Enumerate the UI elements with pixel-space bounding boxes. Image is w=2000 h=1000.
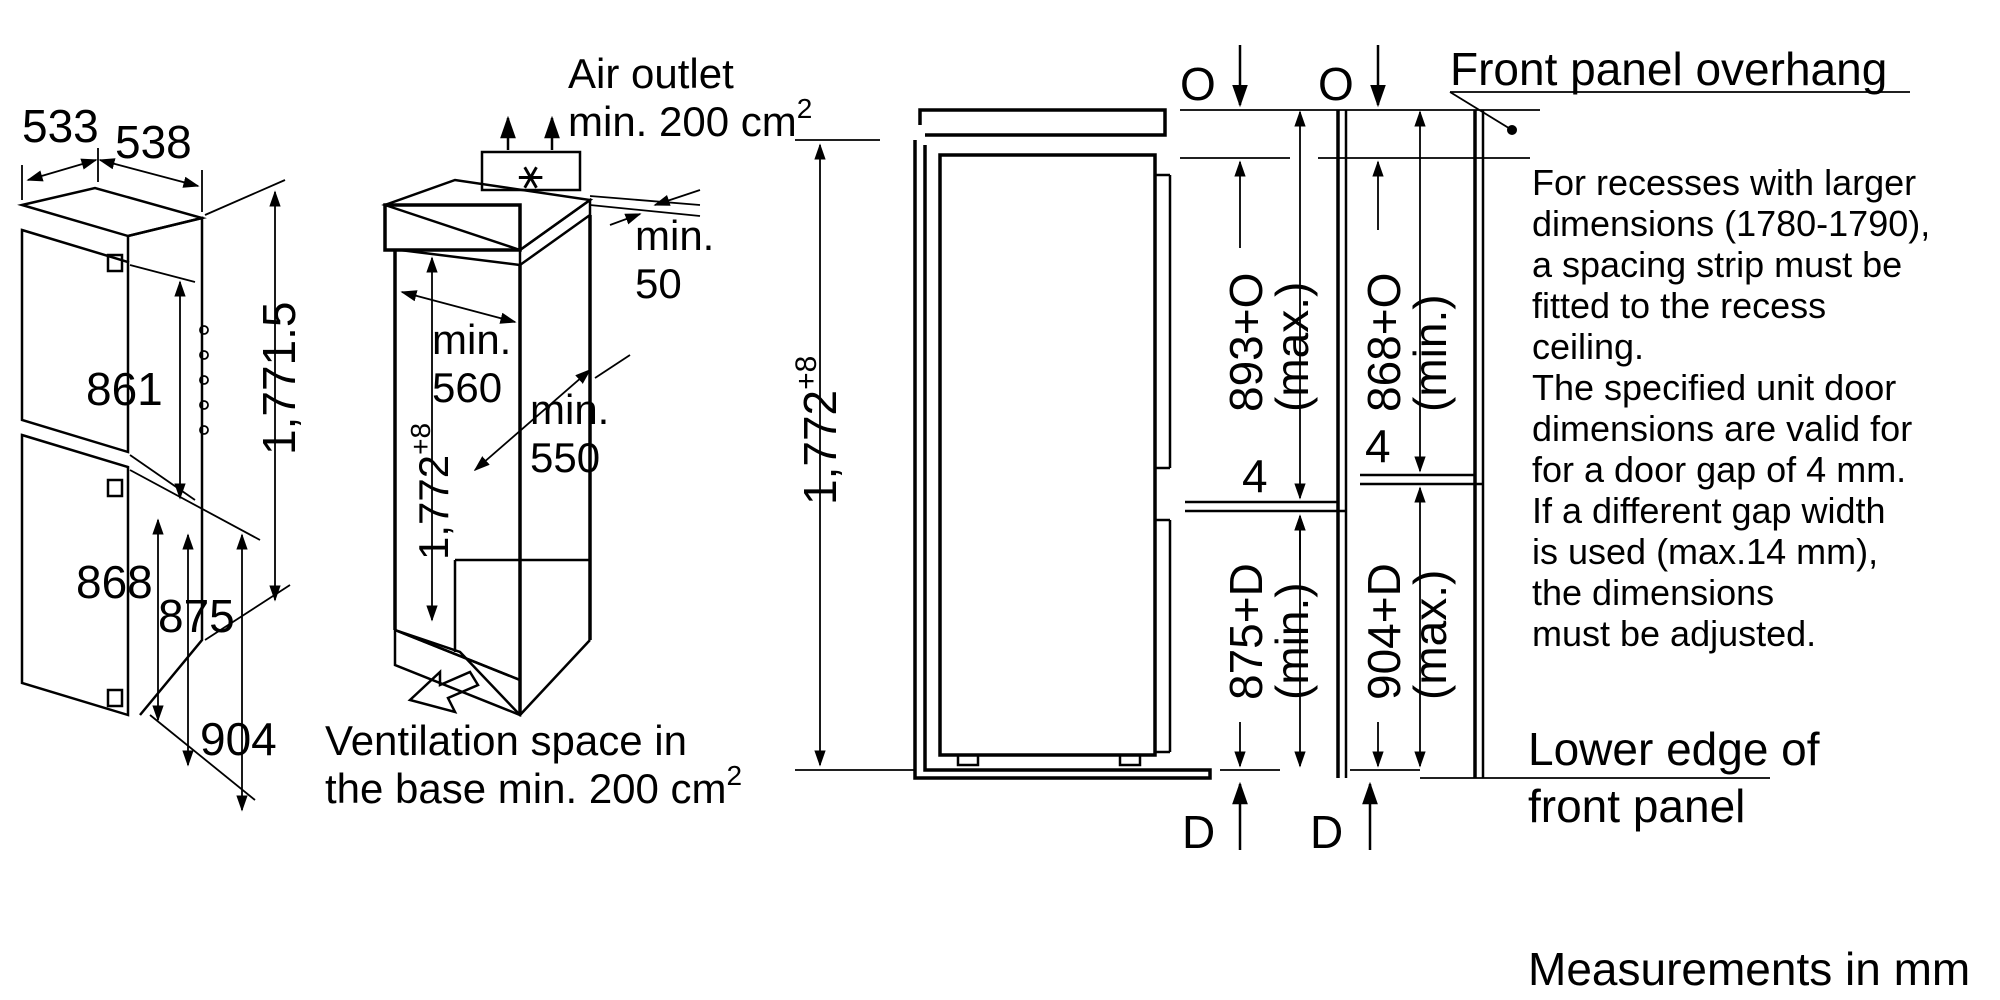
depth-dimension: 538 [115, 116, 192, 168]
appliance-body [938, 153, 1157, 757]
appliance-top-face [17, 186, 207, 238]
note-line: a spacing strip must be [1532, 244, 1902, 285]
upper-door-min-value: 868+O [1358, 273, 1410, 412]
overall-height-dimension: 1,772+8 [790, 356, 846, 505]
note-line: For recesses with larger [1532, 162, 1916, 203]
note-line: is used (max.14 mm), [1532, 531, 1878, 572]
upper-hinge [106, 253, 124, 273]
front-panel-overhang-label: Front panel overhang [1450, 43, 1887, 95]
measurement-units-note: Measurements in mm [1528, 943, 1970, 995]
total-height-dimension: 1,771.5 [253, 302, 305, 455]
ventilation-arrow [407, 669, 480, 714]
lower-edge-label-2: front panel [1528, 780, 1745, 832]
cabinet-height-dimension: 1,772+8 [405, 423, 457, 560]
lower-door-dimension-b: 875 [158, 590, 235, 642]
width-min-label: min. [432, 316, 511, 363]
side-section: 1,772+8 [790, 43, 1910, 858]
foot-left [956, 753, 980, 767]
housing-outline [913, 140, 1212, 780]
door-gap-label-b: 4 [1365, 420, 1391, 472]
upper-door-dimension: 861 [86, 363, 163, 415]
note-line: dimensions are valid for [1532, 408, 1912, 449]
air-outlet-label: Air outlet [568, 50, 734, 97]
note-line: fitted to the recess [1532, 285, 1826, 326]
ventilation-area: the base min. 200 cm2 [325, 760, 742, 812]
installation-notes: For recesses with larger dimensions (178… [1532, 162, 1930, 654]
width-min-value: 560 [432, 364, 502, 411]
lower-door-dimension-c: 904 [200, 713, 277, 765]
side-fixing-points [199, 325, 209, 435]
air-outlet-area: min. 200 cm2 [568, 93, 812, 145]
lower-door-min-qualifier: (min.) [1266, 582, 1318, 700]
note-line: ceiling. [1532, 326, 1644, 367]
lower-door-max-value: 904+D [1358, 563, 1410, 700]
back-gap-min-label: min. [635, 212, 714, 259]
note-line: dimensions (1780-1790), [1532, 203, 1930, 244]
lower-edge-d-label-b: D [1310, 806, 1343, 858]
recess-ceiling [918, 108, 1167, 137]
middle-hinge [106, 478, 124, 498]
lower-edge-d-label-a: D [1182, 806, 1215, 858]
lower-edge-label: Lower edge of [1528, 723, 1820, 775]
depth-min-value: 550 [530, 434, 600, 481]
leader-dot [1507, 125, 1517, 135]
door-panel-min [1360, 110, 1485, 778]
upper-door-max-qualifier: (max.) [1266, 282, 1318, 412]
lower-door-max-qualifier: (max.) [1404, 570, 1456, 700]
back-gap-value: 50 [635, 260, 682, 307]
door-panel-max [1185, 110, 1348, 778]
lower-door-dimension: 868 [76, 556, 153, 608]
note-line: If a different gap width [1532, 490, 1886, 531]
foot-right [1118, 753, 1142, 767]
vent-fan-icon: ⚹ [518, 150, 543, 197]
lower-hinge [106, 688, 124, 708]
base-vent [393, 628, 522, 717]
note-line: The specified unit door [1532, 367, 1896, 408]
lower-door-min-value: 875+D [1220, 563, 1272, 700]
width-dimension: 533 [22, 100, 99, 152]
air-vent-box [480, 150, 582, 192]
note-line: the dimensions [1532, 572, 1774, 613]
ventilation-label: Ventilation space in [325, 717, 687, 764]
cabinet-top-front [383, 203, 522, 252]
lower-door-panel [20, 433, 130, 717]
note-line: for a door gap of 4 mm. [1532, 449, 1906, 490]
note-line: must be adjusted. [1532, 613, 1816, 654]
overhang-o-label-b: O [1318, 58, 1354, 110]
recess-cabinet: ⚹ Air outlet min. 200 cm2 min. 50 min. [325, 50, 812, 812]
depth-min-label: min. [530, 386, 609, 433]
door-gap-label-a: 4 [1242, 450, 1268, 502]
upper-door-min-qualifier: (min.) [1404, 294, 1456, 412]
appliance-isometric: 533 538 1,771.5 861 868 875 904 [17, 100, 305, 812]
upper-door-panel [20, 228, 130, 454]
overhang-o-label-a: O [1180, 58, 1216, 110]
appliance-side [127, 216, 204, 716]
upper-door-max-value: 893+O [1220, 273, 1272, 412]
